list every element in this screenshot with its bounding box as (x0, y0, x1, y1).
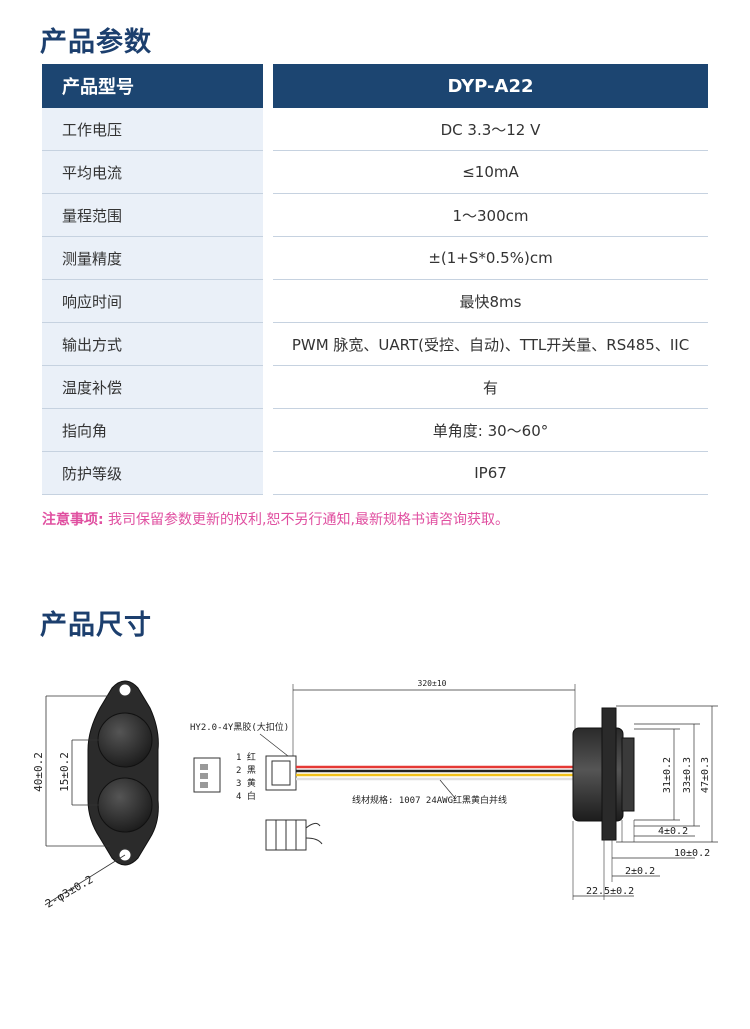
dim-40-label: 40±0.2 (32, 752, 45, 792)
table-row: 平均电流≤10mA (42, 151, 708, 194)
row-key: 工作电压 (42, 108, 263, 151)
row-key: 响应时间 (42, 280, 263, 323)
row-value: 单角度: 30～60° (273, 409, 708, 452)
dim-2-label: 2±0.2 (625, 866, 655, 877)
dim-33-label: 33±0.3 (682, 757, 693, 793)
wire-spec-label: 线材规格: 1007 24AWG红黑黄白并线 (352, 794, 507, 806)
pin-1-label: 1 红 (236, 751, 256, 763)
dim-47-label: 47±0.3 (700, 757, 711, 793)
dims-section-title: 产品尺寸 (40, 610, 152, 641)
spec-table-header: 产品型号 DYP-A22 (42, 64, 708, 108)
header-key: 产品型号 (42, 64, 263, 108)
notice-text: 注意事项: 我司保留参数更新的权利,恕不另行通知,最新规格书请咨询获取。 (42, 509, 509, 529)
row-key: 平均电流 (42, 151, 263, 194)
cable: 320±10 线材规格: 1007 24AWG红黑黄白并线 (292, 679, 576, 806)
pin-4-label: 4 白 (236, 790, 256, 802)
row-value: DC 3.3～12 V (273, 108, 708, 151)
table-row: 温度补偿有 (42, 366, 708, 409)
table-row: 指向角单角度: 30～60° (42, 409, 708, 452)
row-value: ±(1+S*0.5%)cm (273, 237, 708, 280)
row-key: 输出方式 (42, 323, 263, 366)
connector-diagram: HY2.0-4Y黑胶(大扣位) 1 红 2 黑 3 黄 4 白 (190, 721, 323, 851)
dim-4-label: 4±0.2 (658, 826, 688, 837)
pin-3-label: 3 黄 (236, 777, 256, 789)
row-value: IP67 (273, 452, 708, 495)
row-value: 有 (273, 366, 708, 409)
sensor-side-view: 31±0.2 33±0.3 47±0.3 4±0.2 10±0.2 2±0.2 … (572, 705, 718, 900)
notice-label: 注意事项: (42, 512, 104, 528)
row-value: 1～300cm (273, 194, 708, 237)
dim-10-label: 10±0.2 (674, 848, 710, 859)
row-key: 温度补偿 (42, 366, 263, 409)
dim-31-label: 31±0.2 (662, 757, 673, 793)
row-value: ≤10mA (273, 151, 708, 194)
connector-label: HY2.0-4Y黑胶(大扣位) (190, 721, 289, 733)
sensor-front-view: 40±0.2 15±0.2 2-φ3±0.2 (32, 680, 159, 911)
header-value: DYP-A22 (273, 64, 708, 108)
dim-22-5-label: 22.5±0.2 (586, 886, 634, 897)
dim-15-label: 15±0.2 (58, 752, 71, 792)
cable-length-label: 320±10 (418, 679, 447, 688)
table-row: 响应时间最快8ms (42, 280, 708, 323)
params-section-title: 产品参数 (40, 27, 152, 58)
table-row: 测量精度±(1+S*0.5%)cm (42, 237, 708, 280)
row-key: 指向角 (42, 409, 263, 452)
notice-body: 我司保留参数更新的权利,恕不另行通知,最新规格书请咨询获取。 (103, 512, 509, 528)
row-value: 最快8ms (273, 280, 708, 323)
row-key: 量程范围 (42, 194, 263, 237)
pin-2-label: 2 黑 (236, 765, 256, 776)
row-key: 防护等级 (42, 452, 263, 495)
dimension-drawing: 40±0.2 15±0.2 2-φ3±0.2 HY2.0-4Y黑胶(大扣位) 1… (32, 679, 718, 911)
dim-hole-label: 2-φ3±0.2 (43, 873, 95, 911)
row-value: PWM 脉宽、UART(受控、自动)、TTL开关量、RS485、IIC (273, 323, 708, 366)
row-key: 测量精度 (42, 237, 263, 280)
